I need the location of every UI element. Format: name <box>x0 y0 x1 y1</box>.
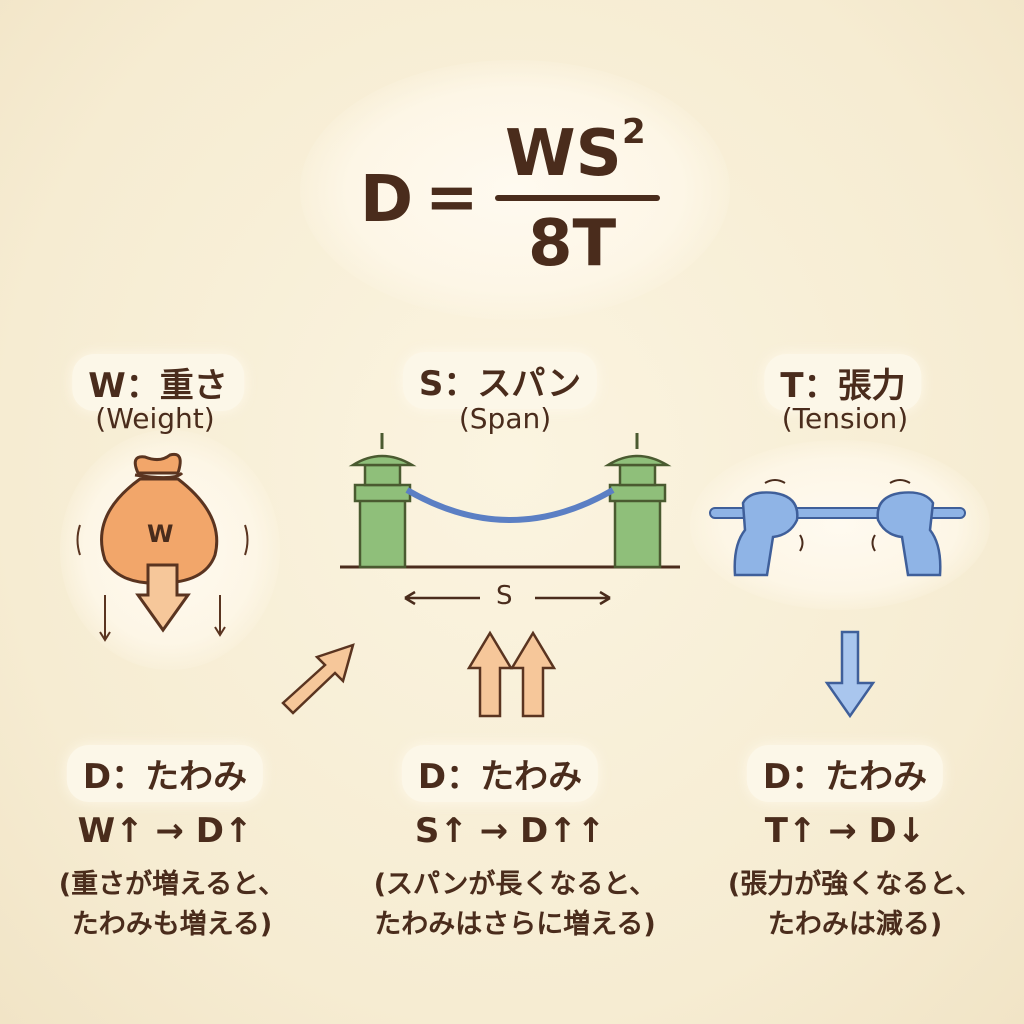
span-arrow-label: S <box>496 581 513 611</box>
tension-hands-icon <box>709 479 966 577</box>
formula-numerator: WS <box>505 117 622 191</box>
explanation-weight-line1: (重さが増えると、 <box>58 869 286 900</box>
deflection-label-span: D：たわみ <box>401 745 599 802</box>
weight-english: (Weight) <box>95 402 215 435</box>
formula-exponent: 2 <box>622 112 646 152</box>
explanation-span-line1: (スパンが長くなると、 <box>373 869 657 900</box>
tension-english: (Tension) <box>781 402 909 435</box>
tension-glow <box>690 440 990 610</box>
deflection-label-tension: D：たわみ <box>746 745 944 802</box>
diagonal-up-arrow-icon <box>281 643 355 715</box>
suspension-bridge-icon <box>340 433 680 569</box>
relation-tension: T↑ → D↓ <box>764 811 926 851</box>
span-arrow-icon <box>404 590 611 606</box>
fraction-bar <box>495 195 660 201</box>
formula-equals: = <box>425 161 479 235</box>
explanation-weight-line2: たわみも増える) <box>71 909 273 940</box>
tension-label: T：張力 <box>764 354 922 411</box>
weight-bag-icon <box>76 452 249 642</box>
down-arrow-icon <box>824 630 876 719</box>
explanation-weight: (重さが増えると、 たわみも増える) <box>59 865 285 945</box>
weight-bag-label: W <box>147 520 174 548</box>
deflection-label-weight: D：たわみ <box>66 745 264 802</box>
explanation-span: (スパンが長くなると、 たわみはさらに増える) <box>374 865 657 945</box>
span-label: S：スパン <box>402 352 598 409</box>
explanation-tension-line1: (張力が強くなると、 <box>727 869 983 900</box>
relation-weight: W↑ → D↑ <box>77 811 253 851</box>
explanation-tension-line2: たわみは減る) <box>767 909 943 940</box>
explanation-span-line2: たわみはさらに増える) <box>374 909 656 940</box>
weight-label: W：重さ <box>72 354 244 411</box>
formula-lhs: D <box>360 163 414 237</box>
double-up-arrow-icon <box>466 630 557 718</box>
relation-span: S↑ → D↑↑ <box>414 811 606 851</box>
explanation-tension: (張力が強くなると、 たわみは減る) <box>728 865 982 945</box>
span-english: (Span) <box>458 402 552 435</box>
formula-denominator: 8T <box>528 207 617 281</box>
formula-glow <box>300 60 730 320</box>
